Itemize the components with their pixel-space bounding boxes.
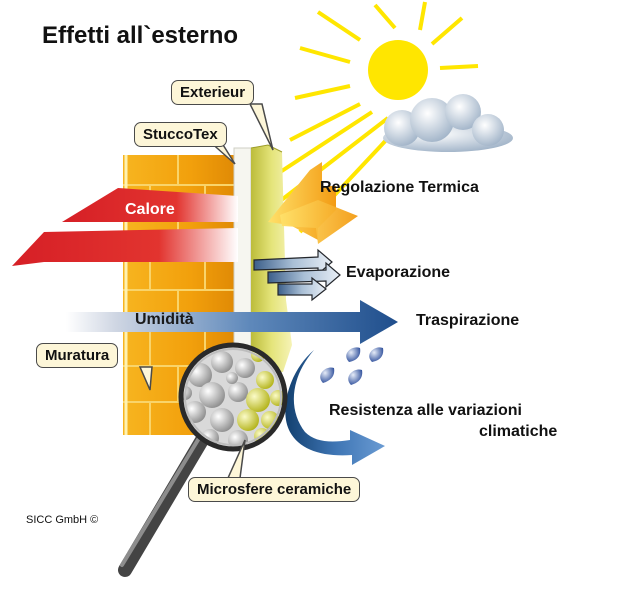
umidita-label: Umidità (135, 311, 194, 328)
resistenza-label-line1: Resistenza alle variazioni (329, 402, 522, 419)
callout-microsfere: Microsfere ceramiche (188, 477, 361, 502)
evaporation-arrows (253, 248, 341, 302)
climate-arrow (285, 350, 385, 465)
callout-muratura: Muratura (36, 343, 119, 368)
regolazione-label: Regolazione Termica (320, 179, 479, 196)
resistenza-label-line2: climatiche (479, 423, 558, 440)
moisture-arrow (66, 300, 398, 344)
cloud-icon (383, 94, 513, 152)
sun-rays (260, 1, 479, 234)
microspheres-lens (178, 342, 288, 452)
sun-icon (368, 40, 428, 100)
traspirazione-label: Traspirazione (416, 312, 520, 329)
evaporazione-label: Evaporazione (346, 264, 451, 281)
page-title: Effetti all`esterno (42, 22, 239, 49)
copyright-text: SICC GmbH © (26, 514, 99, 526)
magnifier-handle (118, 423, 215, 577)
callout-exterieur: Exterieur (171, 80, 255, 105)
calore-label: Calore (125, 201, 175, 218)
heat-arrow (12, 188, 238, 266)
water-drops (320, 347, 384, 385)
callout-stuccotex: StuccoTex (134, 122, 227, 147)
